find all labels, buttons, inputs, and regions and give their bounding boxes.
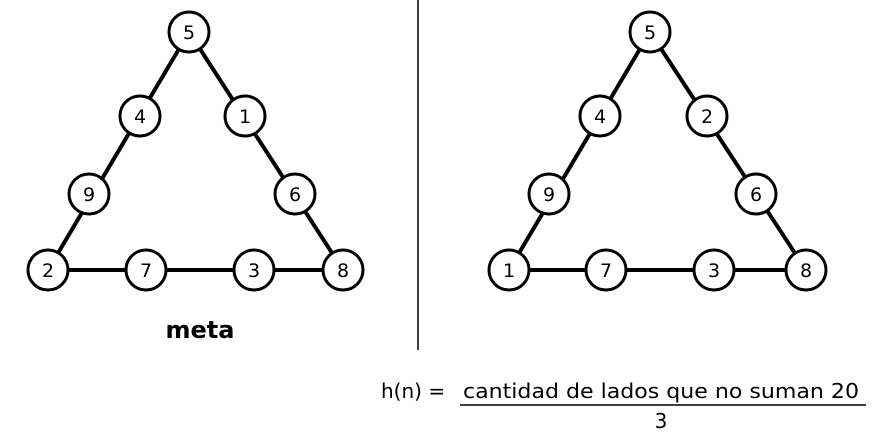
node-right-upper: 1 xyxy=(223,94,267,138)
heuristic-formula: h(n) = cantidad de lados que no suman 20… xyxy=(381,379,866,433)
edge xyxy=(187,30,345,272)
svg-text:9: 9 xyxy=(83,184,95,206)
svg-text:1: 1 xyxy=(239,106,251,128)
node-bottom-left: 1 xyxy=(487,248,531,292)
node-bottom-mid-left: 7 xyxy=(124,248,168,292)
node-left-middle: 9 xyxy=(67,172,111,216)
svg-text:8: 8 xyxy=(800,260,812,282)
svg-text:8: 8 xyxy=(337,260,349,282)
svg-text:3: 3 xyxy=(248,260,260,282)
node-bottom-right: 8 xyxy=(784,248,828,292)
node-left-upper: 4 xyxy=(578,94,622,138)
svg-text:7: 7 xyxy=(140,260,152,282)
node-bottom-mid-right: 3 xyxy=(692,248,736,292)
node-left-upper: 4 xyxy=(118,94,162,138)
svg-text:6: 6 xyxy=(289,184,301,206)
goal-triangle: 5 4 1 9 6 2 7 3 8 meta xyxy=(26,10,365,344)
svg-text:4: 4 xyxy=(594,106,606,128)
current-triangle: 5 4 2 9 6 1 7 3 8 xyxy=(487,10,828,292)
edge xyxy=(46,30,191,272)
edge xyxy=(507,30,652,272)
formula-numerator: cantidad de lados que no suman 20 xyxy=(463,379,859,403)
goal-label: meta xyxy=(166,316,235,344)
svg-text:3: 3 xyxy=(708,260,720,282)
edge xyxy=(648,30,808,272)
node-bottom-mid-left: 7 xyxy=(584,248,628,292)
node-bottom-mid-right: 3 xyxy=(232,248,276,292)
svg-text:1: 1 xyxy=(503,260,515,282)
node-bottom-right: 8 xyxy=(321,248,365,292)
svg-text:4: 4 xyxy=(134,106,146,128)
svg-text:5: 5 xyxy=(644,22,656,44)
node-top: 5 xyxy=(167,10,211,54)
node-top: 5 xyxy=(628,10,672,54)
svg-text:2: 2 xyxy=(701,106,713,128)
node-right-upper: 2 xyxy=(685,94,729,138)
node-bottom-left: 2 xyxy=(26,248,70,292)
svg-text:2: 2 xyxy=(42,260,54,282)
svg-text:5: 5 xyxy=(183,22,195,44)
svg-text:9: 9 xyxy=(543,184,555,206)
formula-denominator: 3 xyxy=(655,409,668,433)
formula-lhs: h(n) = xyxy=(381,379,445,403)
svg-text:6: 6 xyxy=(750,184,762,206)
node-right-middle: 6 xyxy=(734,172,778,216)
node-right-middle: 6 xyxy=(273,172,317,216)
svg-text:7: 7 xyxy=(600,260,612,282)
node-left-middle: 9 xyxy=(527,172,571,216)
